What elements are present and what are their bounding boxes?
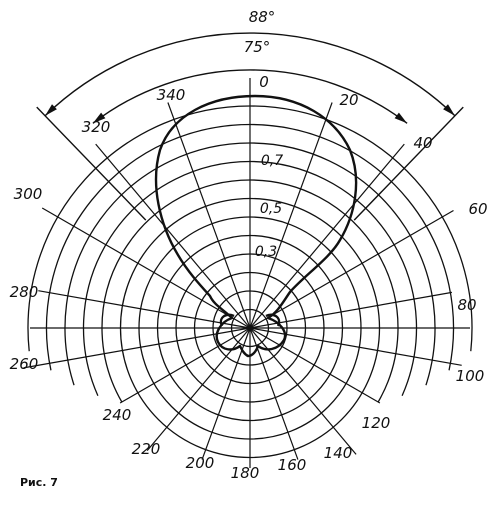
beamwidth-88-arc — [44, 32, 456, 117]
angle-spoke — [249, 327, 299, 460]
radiation-lobe — [154, 94, 358, 358]
angle-label-140: 140 — [324, 444, 353, 462]
angle-spoke — [41, 207, 251, 329]
beamwidth-75-arc — [92, 69, 408, 124]
angle-spoke — [38, 290, 251, 329]
beamwidth-88-arrowhead-left — [45, 104, 57, 116]
angle-spoke — [249, 291, 453, 329]
angle-spoke — [249, 327, 381, 404]
beamwidth-88-label: 88° — [249, 8, 276, 26]
angle-label-280: 280 — [10, 283, 39, 301]
radius-label-0-5: 0,5 — [260, 201, 282, 217]
beamwidth-75-arrowhead-left — [92, 112, 106, 124]
angle-spoke — [249, 102, 333, 329]
angle-label-340: 340 — [157, 86, 186, 104]
figure-caption: Рис. 7 — [20, 476, 58, 489]
angle-spoke — [249, 209, 454, 329]
angle-label-20: 20 — [339, 91, 358, 109]
angle-label-180: 180 — [231, 464, 260, 482]
beamwidth-88-arrowhead-right — [443, 104, 455, 116]
beamwidth-88-extension-right — [353, 106, 464, 221]
angle-spoke — [119, 327, 251, 404]
angle-spoke — [23, 327, 251, 369]
angle-label-240: 240 — [103, 406, 132, 424]
angle-label-320: 320 — [82, 118, 111, 136]
angle-spoke — [146, 327, 251, 451]
angle-spoke — [95, 143, 251, 329]
beamwidth-75-arrowhead-right — [394, 112, 408, 124]
beamwidth-88-extension-left — [36, 106, 147, 221]
angle-label-120: 120 — [362, 414, 391, 432]
beamwidth-75-dimension — [92, 69, 408, 124]
angle-label-200: 200 — [186, 454, 215, 472]
beamwidth-88-dimension — [36, 32, 464, 221]
angle-label-100: 100 — [456, 367, 485, 385]
angle-label-220: 220 — [132, 440, 161, 458]
angle-label-60: 60 — [468, 200, 487, 218]
angle-spoke — [167, 102, 251, 329]
angle-label-40: 40 — [413, 134, 432, 152]
angle-label-160: 160 — [278, 456, 307, 474]
beamwidth-75-label: 75° — [244, 38, 271, 56]
radius-label-0-7: 0,7 — [261, 153, 283, 169]
angle-label-300: 300 — [14, 185, 43, 203]
angle-label-260: 260 — [10, 355, 39, 373]
rear-lobes — [219, 313, 281, 327]
angle-spoke — [249, 143, 405, 329]
radius-label-0-3: 0,3 — [255, 244, 277, 260]
angle-label-0: 0 — [259, 73, 269, 91]
angle-label-80: 80 — [457, 296, 476, 314]
